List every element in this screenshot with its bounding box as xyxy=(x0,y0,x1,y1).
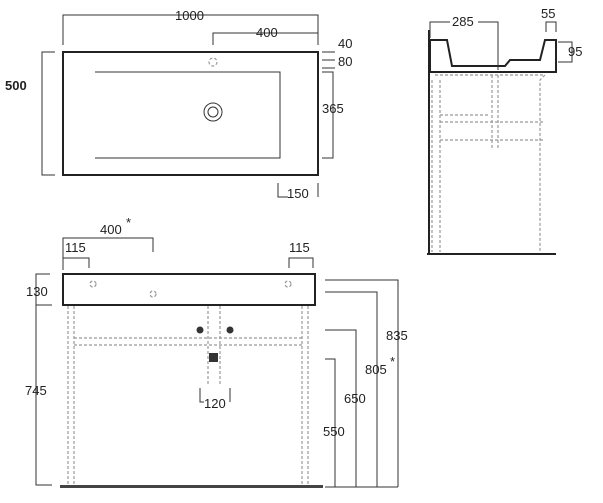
drain-icon xyxy=(203,102,223,122)
dim-front-tap-offset: 400 xyxy=(100,222,122,237)
dim-height: 95 xyxy=(568,44,582,59)
dim-right-hole: 115 xyxy=(289,240,310,255)
top-view: 1000 400 40 80 500 365 150 xyxy=(5,8,352,201)
dim-rim-width: 55 xyxy=(541,6,555,21)
dim-805: 805 xyxy=(365,362,387,377)
dim-basin-depth: 365 xyxy=(322,101,344,116)
dim-frame-height: 745 xyxy=(25,383,47,398)
dim-tap-offset: 400 xyxy=(256,25,278,40)
asterisk-note: * xyxy=(390,354,395,369)
sink-section xyxy=(429,39,557,73)
tap-connector xyxy=(196,326,204,334)
dim-rim-total: 80 xyxy=(338,54,352,69)
dim-width: 1000 xyxy=(175,8,204,23)
dim-trap-width: 120 xyxy=(204,396,226,411)
dim-basin-height: 130 xyxy=(26,284,48,299)
front-view: 400* 115 115 130 745 120 550 650 805* 83… xyxy=(25,215,408,488)
dim-650: 650 xyxy=(344,391,366,406)
basin-front xyxy=(62,273,316,306)
tap-hole xyxy=(208,57,218,67)
dim-835: 835 xyxy=(386,328,408,343)
dim-rim-top: 40 xyxy=(338,36,352,51)
dim-left-hole: 115 xyxy=(65,240,86,255)
dim-right-margin: 150 xyxy=(287,186,309,201)
dim-550: 550 xyxy=(323,424,345,439)
sink-top-outline xyxy=(62,51,319,176)
dim-depth: 500 xyxy=(5,78,27,93)
floor xyxy=(60,485,323,488)
basin-outline xyxy=(95,71,281,159)
trap-icon xyxy=(209,353,218,362)
side-view: 285 55 95 xyxy=(427,6,582,255)
asterisk-note: * xyxy=(126,215,131,230)
tap-connector xyxy=(226,326,234,334)
dim-drain-offset: 285 xyxy=(452,14,474,29)
